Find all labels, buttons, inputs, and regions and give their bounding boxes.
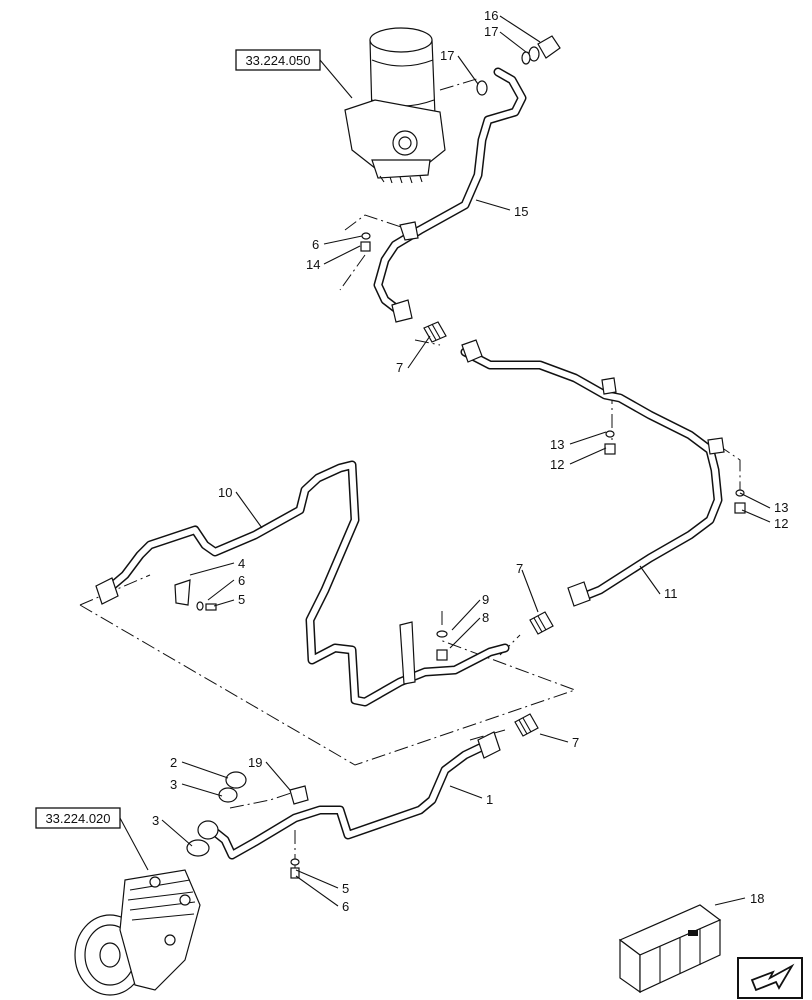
bracket-4[interactable] xyxy=(174,579,191,606)
screw-5-lower[interactable] xyxy=(290,867,300,879)
union-fitting-7-low[interactable] xyxy=(514,713,539,737)
callout-16: 16 xyxy=(484,8,498,23)
callout-labels: 16 17 17 15 6 14 7 13 12 13 12 10 4 6 5 … xyxy=(152,8,788,914)
pipe-11[interactable] xyxy=(460,339,725,607)
elbow-fitting[interactable] xyxy=(197,820,219,840)
bolt-14[interactable] xyxy=(360,241,371,252)
callout-12-left: 12 xyxy=(550,457,564,472)
callout-15: 15 xyxy=(514,204,528,219)
ref-box-bottom[interactable]: 33.224.020 xyxy=(35,807,149,871)
seal-3-upper[interactable] xyxy=(218,787,238,803)
screw-5-upper[interactable] xyxy=(196,601,217,611)
callout-2: 2 xyxy=(170,755,177,770)
callout-6-bottom: 6 xyxy=(342,899,349,914)
air-dryer-assembly[interactable] xyxy=(344,27,446,184)
callout-7-top: 7 xyxy=(396,360,403,375)
callout-13-right: 13 xyxy=(774,500,788,515)
callout-7-low: 7 xyxy=(572,735,579,750)
pipe-10[interactable] xyxy=(95,460,510,707)
seal-ring-17[interactable] xyxy=(476,80,488,96)
callout-17-upper: 17 xyxy=(484,24,498,39)
pipe-15[interactable] xyxy=(373,67,527,323)
callout-10: 10 xyxy=(218,485,232,500)
arrow-down-left-icon[interactable] xyxy=(737,957,803,999)
fitting-16[interactable] xyxy=(521,35,561,65)
washer-13-a[interactable] xyxy=(605,430,615,438)
washer-6-top[interactable] xyxy=(361,232,371,240)
callout-18: 18 xyxy=(750,891,764,906)
callout-6-mid: 6 xyxy=(238,573,245,588)
callout-3-upper: 3 xyxy=(170,777,177,792)
washer-9[interactable] xyxy=(436,630,448,638)
compressor-assembly[interactable] xyxy=(74,869,201,996)
bolt-12-b[interactable] xyxy=(734,502,746,514)
bolt-8[interactable] xyxy=(436,649,448,661)
bolt-12-a[interactable] xyxy=(604,443,616,455)
callout-3-lower: 3 xyxy=(152,813,159,828)
clip-19[interactable] xyxy=(289,785,309,805)
callout-9: 9 xyxy=(482,592,489,607)
callout-12-right: 12 xyxy=(774,516,788,531)
plug-2[interactable] xyxy=(225,771,247,789)
assembly-lines xyxy=(79,77,741,870)
crate-icon[interactable] xyxy=(618,904,722,994)
union-fitting-7-mid[interactable] xyxy=(529,611,554,635)
ref-box-top[interactable]: 33.224.050 xyxy=(235,49,353,99)
callout-4: 4 xyxy=(238,556,245,571)
ref-bottom-label: 33.224.020 xyxy=(45,811,110,826)
callout-13-left: 13 xyxy=(550,437,564,452)
callout-7-mid: 7 xyxy=(516,561,523,576)
callout-1: 1 xyxy=(486,792,493,807)
ref-top-label: 33.224.050 xyxy=(245,53,310,68)
leader-lines xyxy=(161,15,771,907)
pipe-1[interactable] xyxy=(205,731,501,860)
seal-3-lower[interactable] xyxy=(186,839,210,857)
washer-6-bottom[interactable] xyxy=(290,858,300,866)
callout-5-lower: 5 xyxy=(342,881,349,896)
callout-14: 14 xyxy=(306,257,320,272)
callout-19: 19 xyxy=(248,755,262,770)
callout-8: 8 xyxy=(482,610,489,625)
callout-17-lower: 17 xyxy=(440,48,454,63)
callout-6-top: 6 xyxy=(312,237,319,252)
callout-11: 11 xyxy=(664,586,678,601)
callout-5-upper: 5 xyxy=(238,592,245,607)
